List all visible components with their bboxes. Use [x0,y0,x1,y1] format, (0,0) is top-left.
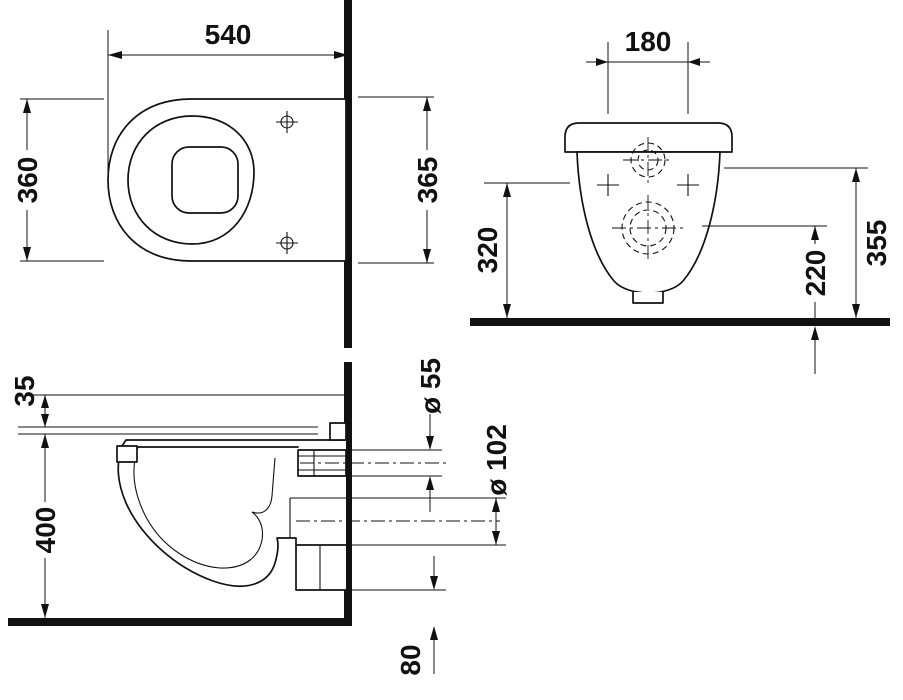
plan-bowl-outline [107,98,347,262]
dimension-365: 365 [358,96,443,264]
front-fixing-height-label: 320 [472,227,503,274]
front-view: 180 320 220 355 [472,26,892,374]
front-outlet-height-label: 220 [800,250,831,297]
dimension-360: 360 [12,98,104,262]
dimension-outlet-diameter: ø 102 [350,424,512,546]
front-overall-height-label: 355 [861,220,892,267]
side-outlet-pipe [289,497,347,590]
front-tank-outline [564,122,733,153]
side-trap-line [251,457,276,514]
front-flush-hole-circles [623,137,673,184]
plan-view: 540 360 365 [12,19,443,264]
front-fixing-mark-left [597,174,619,196]
plan-fixing-hole-top [276,111,298,133]
dimension-540: 540 [107,19,348,174]
plan-seat-opening [127,115,255,245]
front-fixing-mark-right [677,174,699,196]
dimension-35: 35 [9,375,49,427]
dimension-220: 220 [702,225,831,374]
side-seat-buffer [116,445,138,463]
dimension-320: 320 [472,182,570,318]
side-view: 35 400 ø 55 ø 102 [9,358,512,676]
side-flush-diameter-label: ø 55 [415,358,446,414]
dimension-flush-diameter: ø 55 [350,358,446,512]
plan-height-label: 365 [412,157,443,204]
plan-wall-line [344,0,352,348]
side-bowl-outline [117,439,346,591]
side-rim-height-label: 400 [30,507,61,554]
dimension-80: 80 [350,556,446,676]
side-bowl-cavity [133,446,264,569]
side-mounting-step [329,422,347,441]
plan-length-label: 540 [205,19,252,50]
front-fixing-spacing-label: 180 [625,26,672,57]
side-floor-line [8,618,352,626]
front-floor-line [470,318,890,326]
dimension-355: 355 [724,167,892,318]
side-outlet-diameter-label: ø 102 [481,424,512,496]
front-outlet-circles [612,195,684,262]
side-rim-offset-label: 35 [9,375,40,406]
plan-width-label: 360 [12,157,43,204]
dimension-400: 400 [30,434,61,618]
plan-drain-outline [171,146,239,214]
side-wall-line [344,362,352,626]
front-outlet-stub [632,292,664,304]
plan-fixing-hole-bottom [276,232,298,254]
front-body-outline [576,151,721,294]
dimension-180: 180 [586,26,710,114]
side-outlet-clearance-label: 80 [395,644,426,675]
